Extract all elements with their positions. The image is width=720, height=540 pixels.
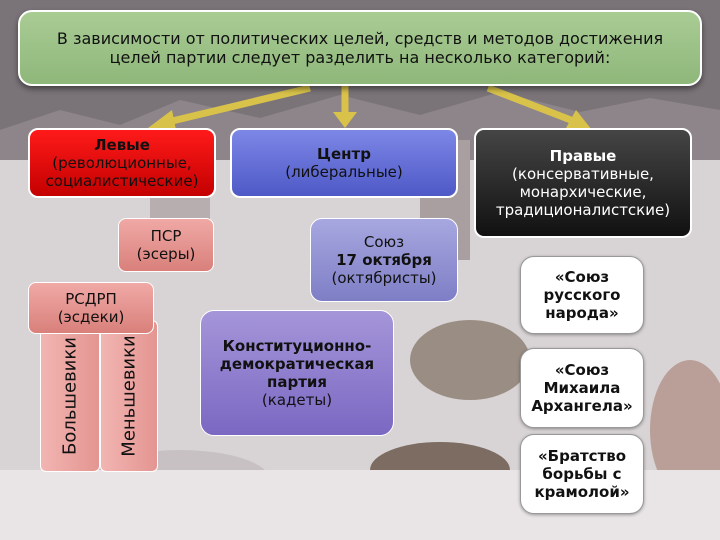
party-kadets-line-3: партия <box>266 373 328 391</box>
party-bbk-line-3: крамолой» <box>534 483 630 501</box>
party-bbk-line-2: борьбы с <box>542 465 622 483</box>
category-left-line-2: (революционные, <box>52 154 192 172</box>
category-left-line-3: социалистические) <box>45 172 199 190</box>
party-octobrists-line-3: (октябристы) <box>331 269 437 287</box>
faction-mensheviks: Меньшевики <box>100 320 158 472</box>
arrow-to-right <box>486 84 592 130</box>
party-sma-line-2: Михаила <box>543 379 621 397</box>
faction-mensheviks-label: Меньшевики <box>118 335 140 457</box>
party-kadets-line-4: (кадеты) <box>261 391 333 409</box>
party-psr-sub: (эсеры) <box>136 245 196 263</box>
header-line-2: целей партии следует разделить на нескол… <box>109 48 611 67</box>
party-srn-line-3: народа» <box>545 304 619 322</box>
party-octobrists: Союз 17 октября (октябристы) <box>310 218 458 302</box>
category-right-line-2: (консервативные, <box>512 165 654 183</box>
party-sma-line-1: «Союз <box>554 361 610 379</box>
category-center-line-2: (либеральные) <box>285 163 403 181</box>
party-rsdrp-name: РСДРП <box>65 290 117 308</box>
category-left: Левые (революционные, социалистические) <box>28 128 216 198</box>
arrow-to-center <box>333 84 357 128</box>
party-bbk: «Братство борьбы с крамолой» <box>520 434 644 514</box>
party-rsdrp-sub: (эсдеки) <box>57 308 125 326</box>
party-srn-line-2: русского <box>543 286 621 304</box>
party-octobrists-line-2: 17 октября <box>336 251 432 269</box>
header-banner: В зависимости от политических целей, сре… <box>18 10 702 86</box>
category-center-title: Центр <box>317 145 371 163</box>
category-right: Правые (консервативные, монархические, т… <box>474 128 692 238</box>
faction-bolsheviks-label: Большевики <box>59 337 81 455</box>
party-srn-line-1: «Союз <box>554 268 610 286</box>
party-psr-name: ПСР <box>150 227 182 245</box>
party-psr: ПСР (эсеры) <box>118 218 214 272</box>
party-kadets-line-2: демократическая <box>219 355 375 373</box>
header-line-1: В зависимости от политических целей, сре… <box>56 28 664 48</box>
faction-bolsheviks: Большевики <box>40 320 100 472</box>
party-kadets: Конституционно- демократическая партия (… <box>200 310 394 436</box>
arrow-to-left <box>148 84 311 130</box>
party-kadets-line-1: Конституционно- <box>222 337 372 355</box>
party-sma-line-3: Архангела» <box>531 397 633 415</box>
category-left-title: Левые <box>94 136 150 154</box>
category-right-title: Правые <box>549 147 617 165</box>
party-rsdrp: РСДРП (эсдеки) <box>28 282 154 334</box>
category-right-line-3: монархические, <box>519 183 647 201</box>
party-srn: «Союз русского народа» <box>520 256 644 334</box>
party-bbk-line-1: «Братство <box>537 447 627 465</box>
category-right-line-4: традиционалистские) <box>495 201 671 219</box>
party-sma: «Союз Михаила Архангела» <box>520 348 644 428</box>
category-center: Центр (либеральные) <box>230 128 458 198</box>
party-octobrists-line-1: Союз <box>363 233 405 251</box>
